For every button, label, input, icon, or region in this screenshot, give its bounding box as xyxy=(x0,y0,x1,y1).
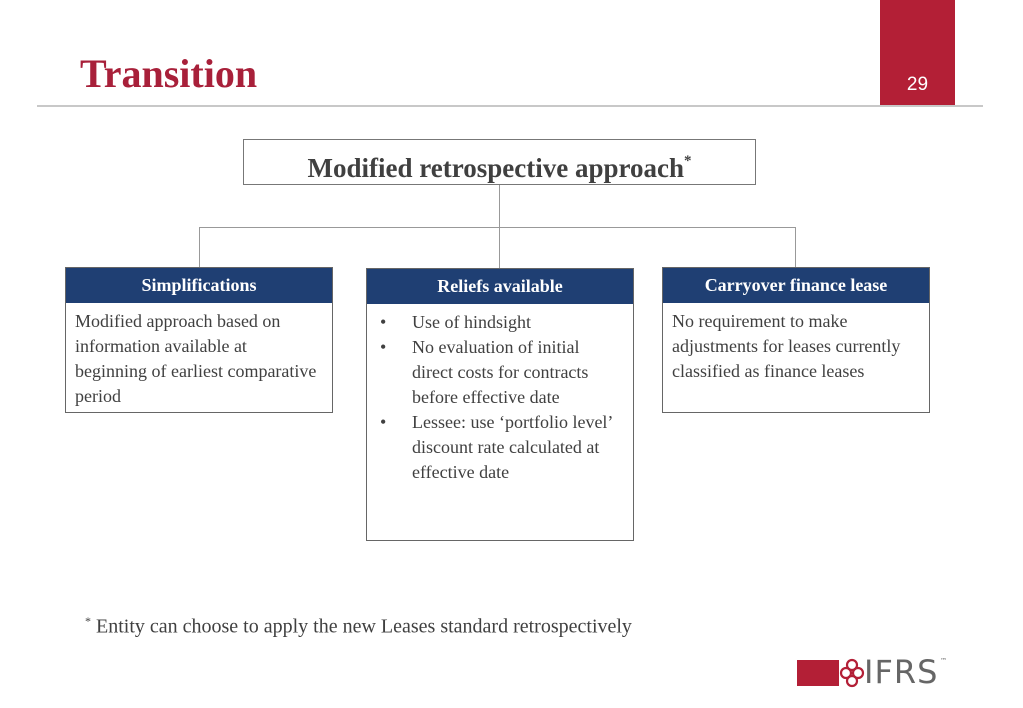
relief-list: • Use of hindsight • No evaluation of init… xyxy=(376,310,624,485)
root-asterisk: * xyxy=(683,153,692,169)
footnote-asterisk: * xyxy=(85,614,91,628)
list-item: • No evaluation of initial direct costs f… xyxy=(376,335,624,410)
card-reliefs-available: Reliefs available • Use of hindsight • No … xyxy=(366,268,634,541)
footnote-text: Entity can choose to apply the new Lease… xyxy=(96,615,632,638)
connector-left xyxy=(199,227,200,267)
card-carryover-finance-lease: Carryover finance lease No requirement t… xyxy=(662,267,930,413)
logo-bar xyxy=(797,660,839,686)
connector-right xyxy=(795,227,796,267)
logo-trademark: ™ xyxy=(940,657,947,665)
card-heading: Carryover finance lease xyxy=(663,268,929,303)
footnote: * Entity can choose to apply the new Lea… xyxy=(85,614,632,639)
ifrs-logo: IFRS ™ xyxy=(797,653,951,691)
connector-horizontal xyxy=(199,227,796,228)
page-title: Transition xyxy=(80,51,258,96)
ifrs-emblem-icon xyxy=(839,658,865,688)
card-simplifications: Simplifications Modified approach based … xyxy=(65,267,333,413)
title-divider xyxy=(37,105,983,107)
bullet-icon: • xyxy=(380,337,387,357)
logo-wordmark: IFRS xyxy=(864,653,939,691)
list-item: • Use of hindsight xyxy=(376,310,624,335)
card-body: Modified approach based on information a… xyxy=(75,311,317,406)
page-number: 29 xyxy=(906,74,929,95)
connector-trunk xyxy=(499,185,500,268)
list-item: • Lessee: use ‘portfolio level’ discount … xyxy=(376,410,624,485)
root-label: Modified retrospective approach xyxy=(307,153,684,183)
bullet-icon: • xyxy=(380,312,387,332)
page-number-tab xyxy=(880,0,955,106)
list-item-text: No evaluation of initial direct costs fo… xyxy=(412,337,589,407)
list-item-text: Use of hindsight xyxy=(412,312,531,332)
card-body: • Use of hindsight • No evaluation of init… xyxy=(367,304,633,491)
card-heading: Simplifications xyxy=(66,268,332,303)
card-body: No requirement to make adjustments for l… xyxy=(672,311,901,381)
list-item-text: Lessee: use ‘portfolio level’ discount r… xyxy=(412,412,613,482)
root-node: Modified retrospective approach* xyxy=(243,139,756,185)
bullet-icon: • xyxy=(380,412,387,432)
card-heading: Reliefs available xyxy=(367,269,633,304)
